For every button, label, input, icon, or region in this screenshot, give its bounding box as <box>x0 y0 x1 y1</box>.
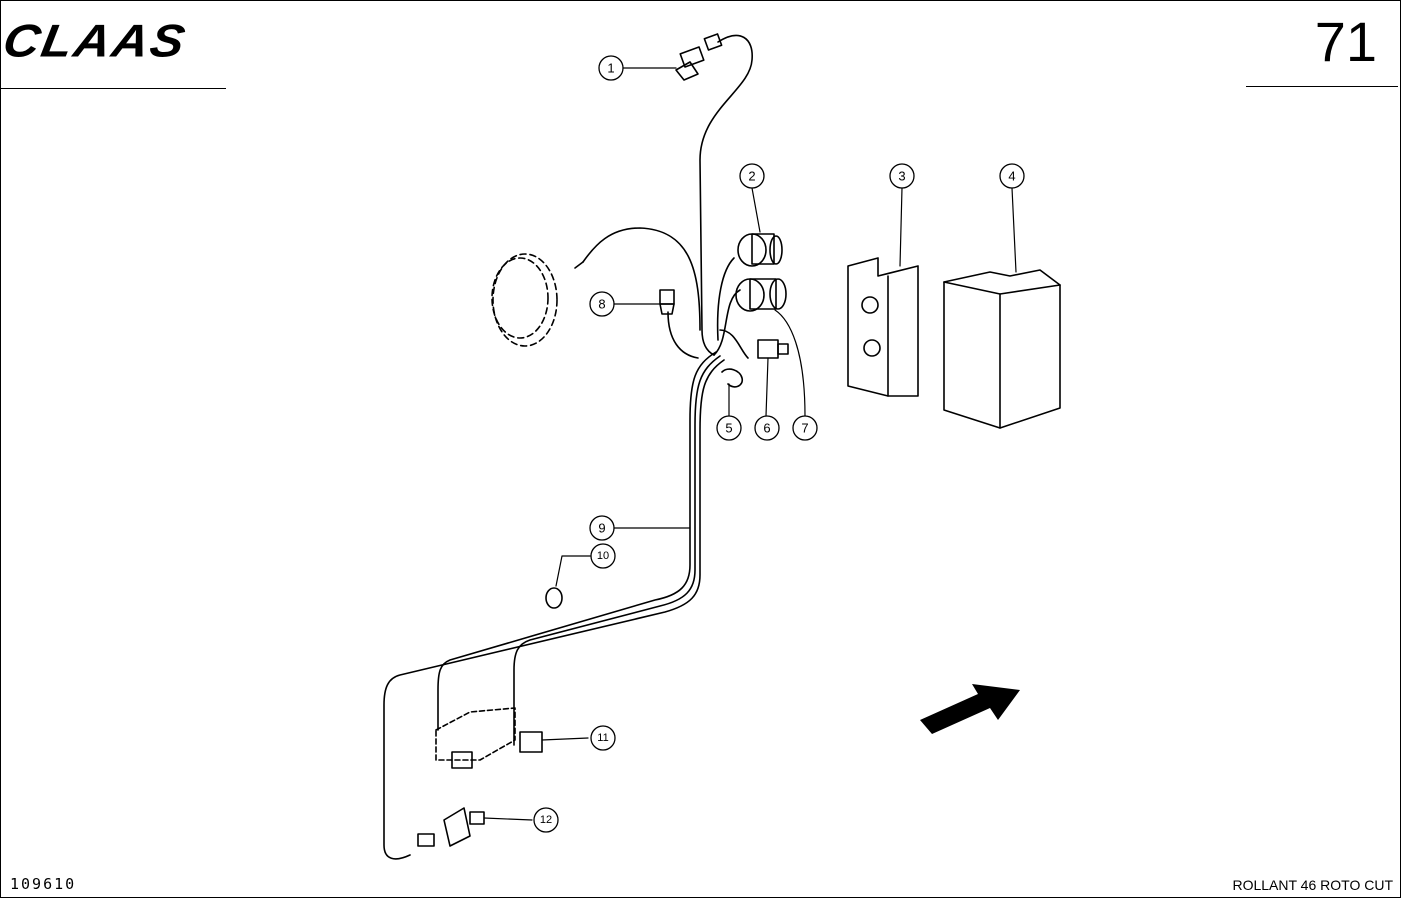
callout-circle-7 <box>792 415 818 441</box>
callout-label-7: 7 <box>801 421 808 436</box>
lamp-outline <box>491 253 558 347</box>
part-1-sensor <box>675 33 723 81</box>
callout-circle-3 <box>889 163 915 189</box>
harness-9-b <box>513 355 721 746</box>
part-11-valve <box>435 707 543 769</box>
callout-circle-6 <box>754 415 780 441</box>
harness-branch-8 <box>667 311 699 359</box>
harness-branch-lamp <box>582 227 701 331</box>
part-7-socket <box>735 278 787 312</box>
callout-circle-10 <box>590 543 616 569</box>
lamp-plug <box>574 261 584 269</box>
callout-label-3: 3 <box>898 169 905 184</box>
harness-trunk <box>699 34 753 356</box>
harness-9-c <box>383 359 725 860</box>
part-3-bracket <box>847 257 919 397</box>
callout-label-12: 12 <box>540 814 552 826</box>
callout-label-11: 11 <box>597 732 608 744</box>
drawing-number: 109610 <box>10 875 77 893</box>
callout-circle-2 <box>739 163 765 189</box>
header-rule-left <box>0 88 226 89</box>
callout-circle-9 <box>589 515 615 541</box>
callout-circle-12 <box>533 807 559 833</box>
callout-label-1: 1 <box>607 61 614 76</box>
callout-label-5: 5 <box>725 421 732 436</box>
harness-9-a <box>437 351 717 731</box>
part-12-sensor <box>417 807 485 847</box>
part-6-switch <box>757 339 789 359</box>
callout-label-10: 10 <box>597 550 609 562</box>
callout-circle-4 <box>999 163 1025 189</box>
callout-label-4: 4 <box>1008 169 1015 184</box>
callout-circle-11 <box>590 725 616 751</box>
header-rule-right <box>1246 86 1398 87</box>
part-8-sensor <box>659 289 675 315</box>
page-number: 71 <box>1314 10 1377 73</box>
callout-label-2: 2 <box>748 169 755 184</box>
callout-circles <box>533 55 1025 833</box>
part-10-grommet <box>545 587 563 609</box>
model-name: ROLLANT 46 ROTO CUT <box>1232 877 1393 893</box>
callout-label-9: 9 <box>598 521 605 536</box>
callout-circle-5 <box>716 415 742 441</box>
callout-label-6: 6 <box>763 421 770 436</box>
part-4-cover <box>943 269 1061 429</box>
callout-circle-8 <box>589 291 615 317</box>
callout-label-8: 8 <box>598 297 605 312</box>
leader-lines <box>483 67 1017 821</box>
callout-circle-1 <box>598 55 624 81</box>
harness-branch-switch <box>719 329 749 359</box>
part-2-socket <box>737 233 783 267</box>
part-5-clip <box>721 368 744 388</box>
direction-arrow-icon <box>920 684 1020 734</box>
harness-branch-socket-top <box>716 257 735 341</box>
